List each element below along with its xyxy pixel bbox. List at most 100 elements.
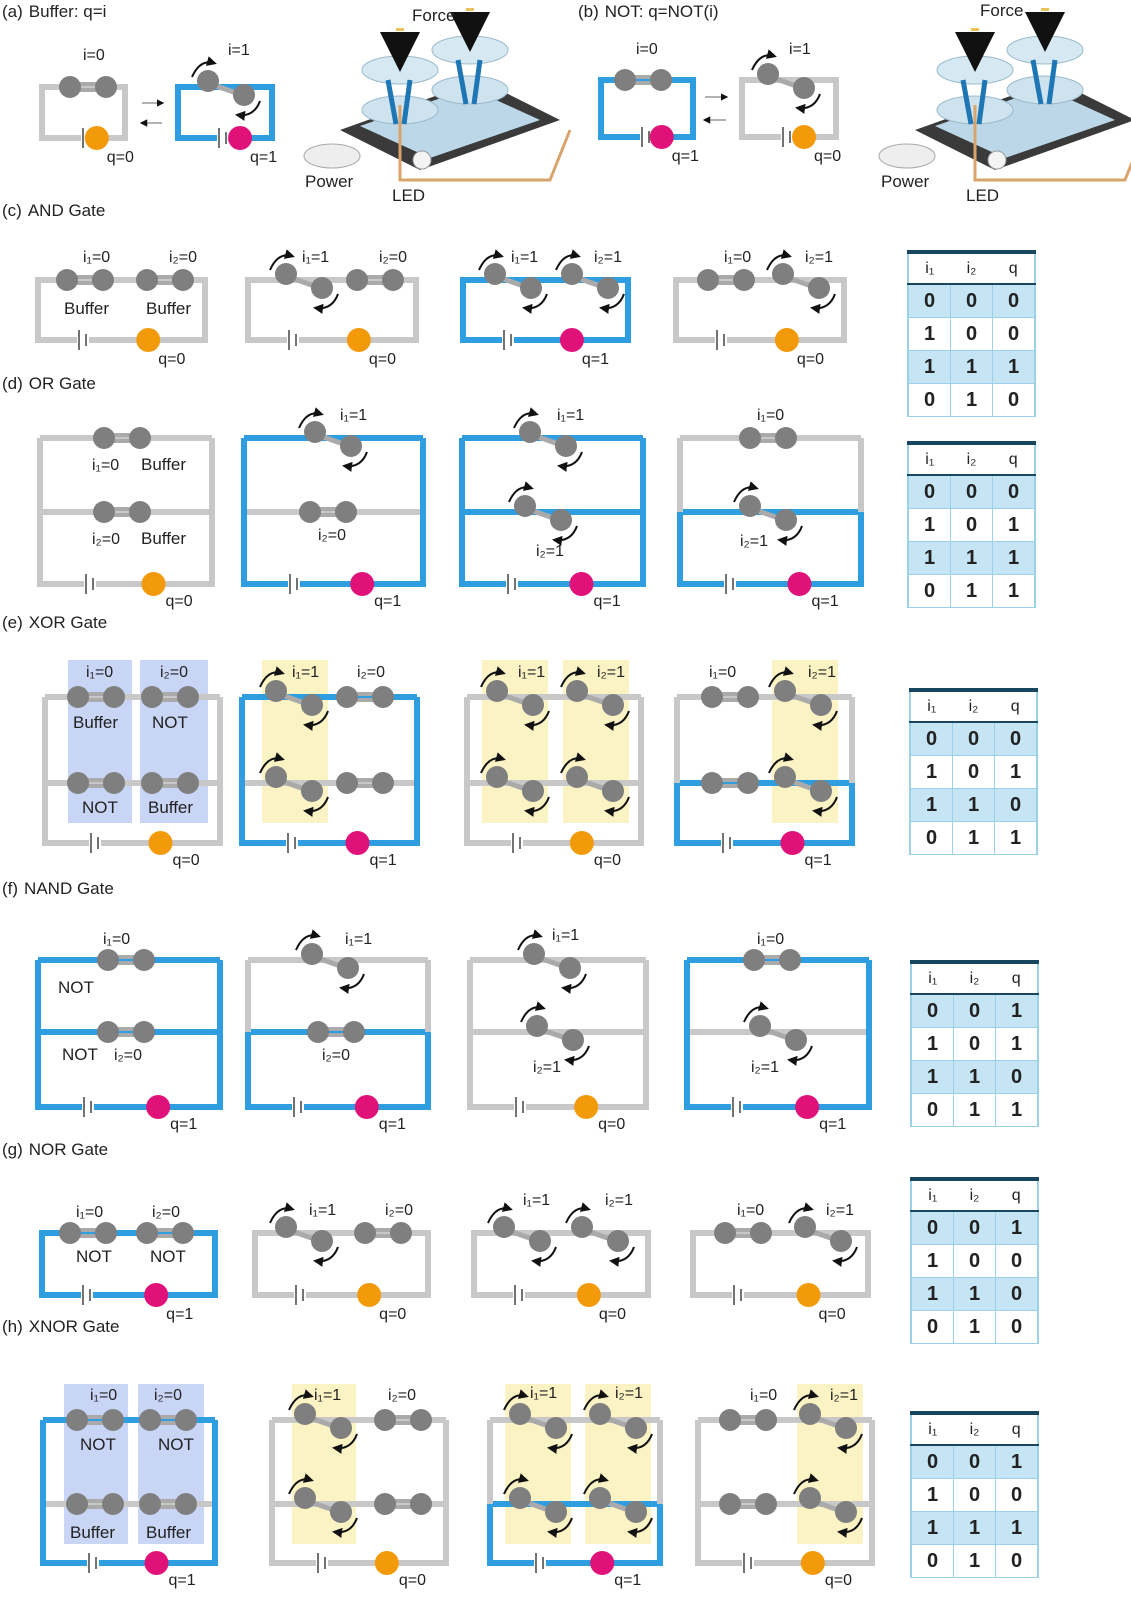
not-label: NOT	[76, 1247, 112, 1266]
table-cell: 0	[995, 1244, 1039, 1278]
main-loop-wire	[241, 512, 426, 587]
switch-node-left	[697, 269, 719, 291]
rotation-arrow-bottom	[557, 451, 583, 472]
table-cell: 0	[994, 721, 1038, 756]
table-cell: 0	[992, 383, 1036, 417]
main-loop-wire	[684, 1032, 872, 1110]
connector-bar	[760, 433, 776, 437]
table-cell: 1	[953, 1310, 996, 1344]
rotation-arrow-top	[269, 249, 295, 271]
led-off	[574, 1095, 599, 1119]
rotation-arrow-top	[191, 56, 217, 78]
switch-node-right	[372, 686, 394, 708]
connector-bar	[367, 281, 383, 285]
switch-node-right	[311, 277, 333, 299]
table-cell: 0	[995, 1544, 1039, 1578]
switch-node-right	[650, 69, 672, 91]
table-cell: 0	[950, 317, 993, 351]
output-label: q=1	[379, 1116, 406, 1133]
connector-bar	[764, 955, 780, 959]
switch-node-left	[757, 63, 779, 85]
table-cell: 1	[994, 821, 1038, 855]
input-label: i₁=0	[724, 249, 751, 266]
switch-node-right	[522, 694, 544, 716]
switch-node-left	[509, 1403, 531, 1425]
switch-node-left	[739, 495, 761, 517]
table-header: i₁	[911, 1177, 954, 1212]
section-g-title: (g)NOR Gate	[2, 1140, 109, 1159]
not-label: NOT	[150, 1247, 186, 1266]
input-label: i₂=1	[597, 664, 625, 681]
main-loop-wire	[464, 783, 644, 846]
rotation-arrow-top	[259, 666, 285, 688]
rotation-arrow-top	[480, 666, 506, 688]
rotation-arrow-bottom	[812, 710, 838, 731]
not-label: NOT	[152, 713, 188, 732]
table-cell: 0	[953, 993, 996, 1028]
table-cell: 0	[994, 788, 1038, 822]
switch-node-left	[301, 943, 323, 965]
table-header: i₂	[952, 688, 995, 723]
switch-node-left	[714, 1222, 736, 1244]
connector-bar	[395, 1421, 411, 1425]
table-cell: 1	[952, 788, 995, 822]
switch-node-right	[175, 1493, 197, 1515]
connector-bar	[88, 778, 104, 782]
rotation-arrow-top	[793, 1473, 819, 1495]
connector-bar	[77, 281, 93, 285]
connector-bar	[114, 507, 130, 511]
switch-node-right	[775, 509, 797, 531]
connector-bar	[357, 692, 373, 696]
input-label: i=0	[636, 41, 658, 58]
connector-bar	[157, 1234, 173, 1238]
rotation-arrow-top	[555, 249, 581, 271]
rotation-arrow-bottom	[604, 796, 630, 817]
connector-bar	[328, 1033, 344, 1037]
input-label: i₂=0	[385, 1202, 413, 1219]
led-on	[569, 572, 594, 596]
table-header: i₂	[950, 441, 993, 476]
rotation-arrow-bottom	[342, 451, 368, 472]
output-label: q=0	[158, 351, 185, 368]
switch-node-left	[701, 686, 723, 708]
led-on	[559, 328, 584, 352]
switch-node-left	[265, 680, 287, 702]
switch-node-left	[589, 1487, 611, 1509]
input-label: i₂=0	[388, 1387, 416, 1404]
connector-bar	[395, 1505, 411, 1509]
table-cell: 0	[992, 317, 1036, 351]
table-cell: 1	[995, 1444, 1039, 1479]
rotation-arrow-bottom	[599, 293, 625, 314]
switch-node-left	[566, 766, 588, 788]
switch-node-right	[337, 957, 359, 979]
led-on	[649, 125, 674, 149]
connector-bar	[740, 1415, 756, 1419]
switch-node-left	[743, 949, 765, 971]
led-on	[354, 1095, 379, 1119]
table-cell: 0	[910, 993, 954, 1028]
table-cell: 0	[907, 474, 951, 509]
switch-node-right	[102, 1409, 124, 1431]
switch-node-left	[197, 70, 219, 92]
rotation-arrow-bottom	[339, 973, 365, 994]
switch-node-left	[719, 1409, 741, 1431]
device-leg	[960, 79, 974, 125]
led-on	[350, 572, 375, 596]
rotation-arrow-bottom	[303, 710, 329, 731]
section-h-title: (h)XNOR Gate	[2, 1317, 120, 1336]
not-label: NOT	[80, 1435, 116, 1454]
table-cell: 1	[952, 821, 995, 855]
connector-bar	[160, 1499, 176, 1503]
input-label: i₂=1	[605, 1192, 633, 1209]
connector-bar	[157, 1228, 173, 1232]
table-header: i₂	[950, 250, 993, 285]
input-label: i₁=1	[292, 664, 319, 681]
main-loop-wire	[467, 1032, 649, 1110]
led-off	[346, 328, 371, 352]
switch-node-left	[136, 1222, 158, 1244]
